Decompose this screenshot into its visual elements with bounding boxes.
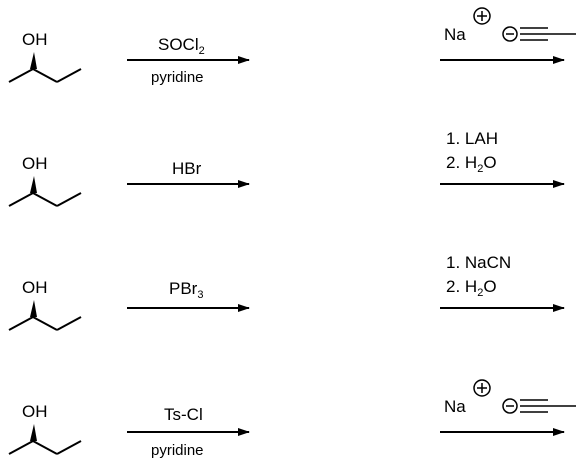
reaction-arrow-step1: SOCl2 pyridine xyxy=(127,35,250,86)
ethyl-bond-1 xyxy=(32,192,58,207)
hydroxyl-label: OH xyxy=(22,154,48,173)
reaction-arrow-step2: Na xyxy=(440,7,576,64)
reaction-arrow-step2: 1. LAH 2. H2O xyxy=(440,129,565,188)
ethyl-bond-2 xyxy=(56,192,82,207)
substrate-2-butanol: OH xyxy=(8,154,82,207)
methyl-bond xyxy=(8,316,34,331)
sodium-acetylide: Na xyxy=(444,379,576,416)
ethyl-bond-2 xyxy=(56,316,82,331)
stereo-wedge-bond xyxy=(30,176,37,193)
positive-charge-icon xyxy=(473,7,491,25)
step2-line1: 1. LAH xyxy=(446,129,498,148)
methyl-bond xyxy=(8,192,34,207)
reaction-arrow-step1: PBr3 xyxy=(127,279,250,312)
reaction-arrow-step1: Ts-Cl pyridine xyxy=(127,405,250,459)
substrate-2-butanol: OH xyxy=(8,278,82,331)
positive-charge-icon xyxy=(473,379,491,397)
methyl-bond xyxy=(8,440,34,455)
reagent-above: PBr3 xyxy=(169,279,203,301)
reagent-above: HBr xyxy=(172,159,202,178)
negative-charge-icon xyxy=(502,398,518,414)
sodium-cation: Na xyxy=(444,25,466,44)
ethyl-bond-1 xyxy=(32,68,58,83)
reagent-above: Ts-Cl xyxy=(164,405,203,424)
ethyl-bond-2 xyxy=(56,440,82,455)
hydroxyl-label: OH xyxy=(22,402,48,421)
ethyl-bond-1 xyxy=(32,440,58,455)
hydroxyl-label: OH xyxy=(22,30,48,49)
reaction-arrow-step2: Na xyxy=(440,379,576,436)
stereo-wedge-bond xyxy=(30,52,37,69)
sodium-acetylide: Na xyxy=(444,7,576,44)
hydroxyl-label: OH xyxy=(22,278,48,297)
stereo-wedge-bond xyxy=(30,300,37,317)
methyl-bond xyxy=(8,68,34,83)
reaction-row-3: OH PBr3 1. NaCN 2. H2O xyxy=(8,253,565,331)
reagent-above: SOCl2 xyxy=(158,35,205,57)
ethyl-bond-1 xyxy=(32,316,58,331)
stereo-wedge-bond xyxy=(30,424,37,441)
ethyl-bond-2 xyxy=(56,68,82,83)
sodium-cation: Na xyxy=(444,397,466,416)
reaction-arrow-step1: HBr xyxy=(127,159,250,188)
reaction-row-1: OH SOCl2 pyridine Na xyxy=(8,7,576,86)
reaction-row-4: OH Ts-Cl pyridine Na xyxy=(8,379,576,459)
reaction-row-2: OH HBr 1. LAH 2. H2O xyxy=(8,129,565,207)
substrate-2-butanol: OH xyxy=(8,30,82,83)
substrate-2-butanol: OH xyxy=(8,402,82,455)
negative-charge-icon xyxy=(502,26,518,42)
step2-line2: 2. H2O xyxy=(446,277,497,299)
reagent-below: pyridine xyxy=(151,442,204,459)
reagent-below: pyridine xyxy=(151,69,204,86)
reaction-arrow-step2: 1. NaCN 2. H2O xyxy=(440,253,565,312)
step2-line1: 1. NaCN xyxy=(446,253,511,272)
step2-line2: 2. H2O xyxy=(446,153,497,175)
